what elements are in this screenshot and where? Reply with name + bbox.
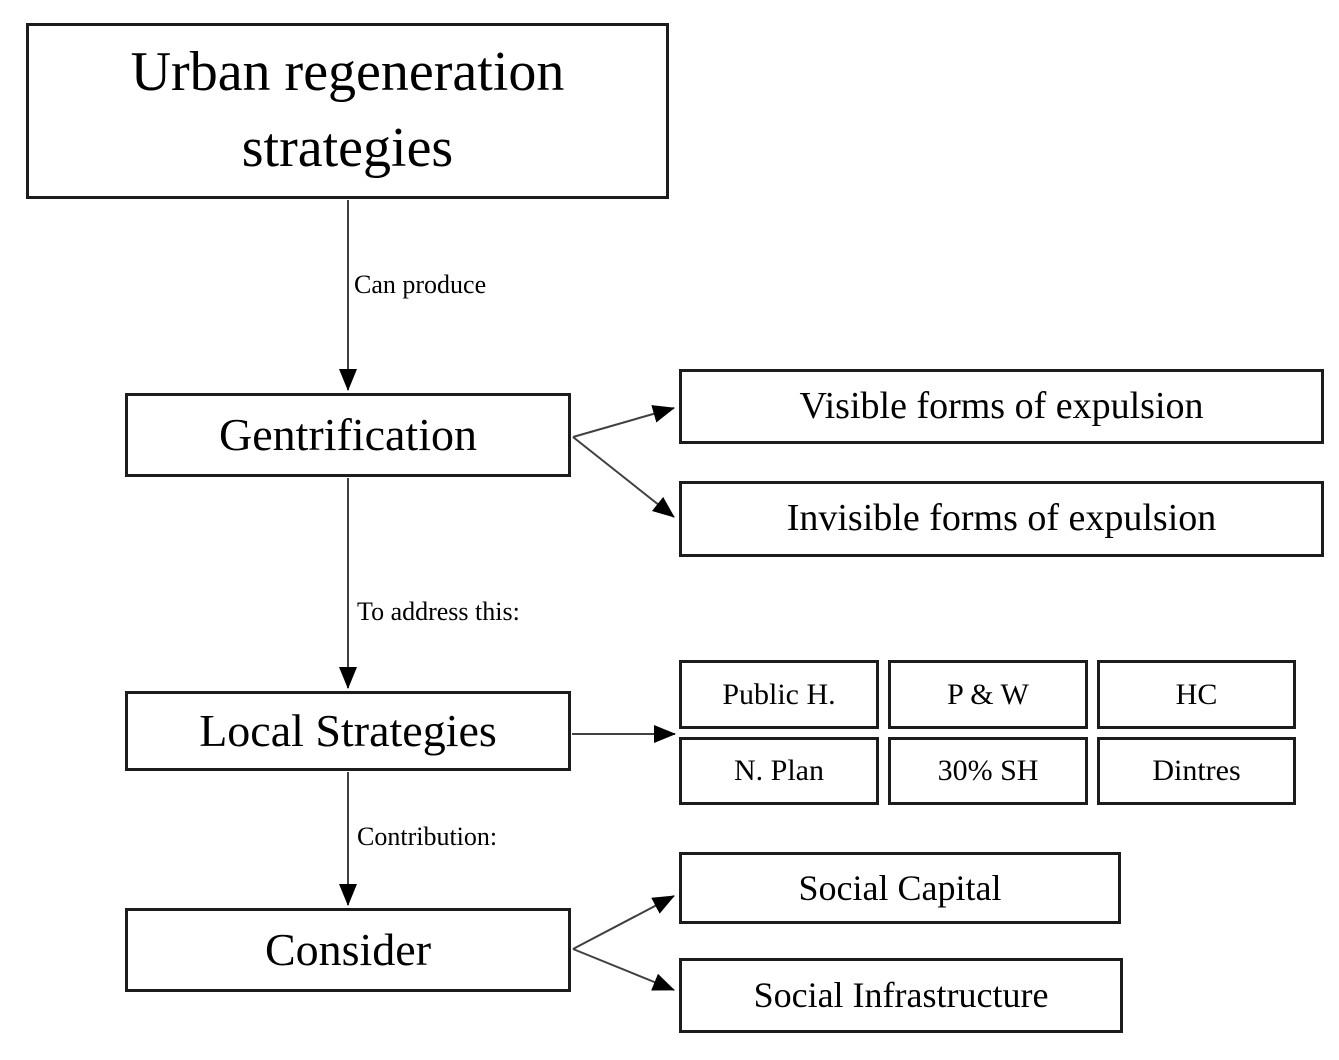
node-hc: HC: [1097, 660, 1296, 729]
edge-consider-to-social-infrastructure: [572, 948, 675, 991]
node-dintres: Dintres: [1097, 737, 1296, 805]
edge-consider-to-social-capital: [572, 895, 675, 950]
edge-gentrification-to-invisible: [572, 436, 675, 518]
node-social-capital: Social Capital: [679, 852, 1121, 924]
node-local-strategies: Local Strategies: [125, 691, 571, 771]
edge-gentrification-to-visible: [572, 405, 675, 438]
node-urban-regeneration-strategies: Urban regeneration strategies: [26, 23, 669, 199]
node-social-infrastructure: Social Infrastructure: [679, 958, 1123, 1033]
node-n-plan: N. Plan: [679, 737, 879, 805]
node-invisible-forms-of-expulsion: Invisible forms of expulsion: [679, 481, 1324, 557]
node-consider: Consider: [125, 908, 571, 992]
node-p-and-w: P & W: [888, 660, 1088, 729]
node-30-percent-sh: 30% SH: [888, 737, 1088, 805]
node-gentrification: Gentrification: [125, 393, 571, 477]
node-visible-forms-of-expulsion: Visible forms of expulsion: [679, 369, 1324, 444]
node-public-h: Public H.: [679, 660, 879, 729]
edge-label-to-address-this: To address this:: [357, 597, 520, 626]
edge-label-can-produce: Can produce: [354, 270, 487, 299]
edge-label-contribution: Contribution:: [357, 822, 498, 851]
